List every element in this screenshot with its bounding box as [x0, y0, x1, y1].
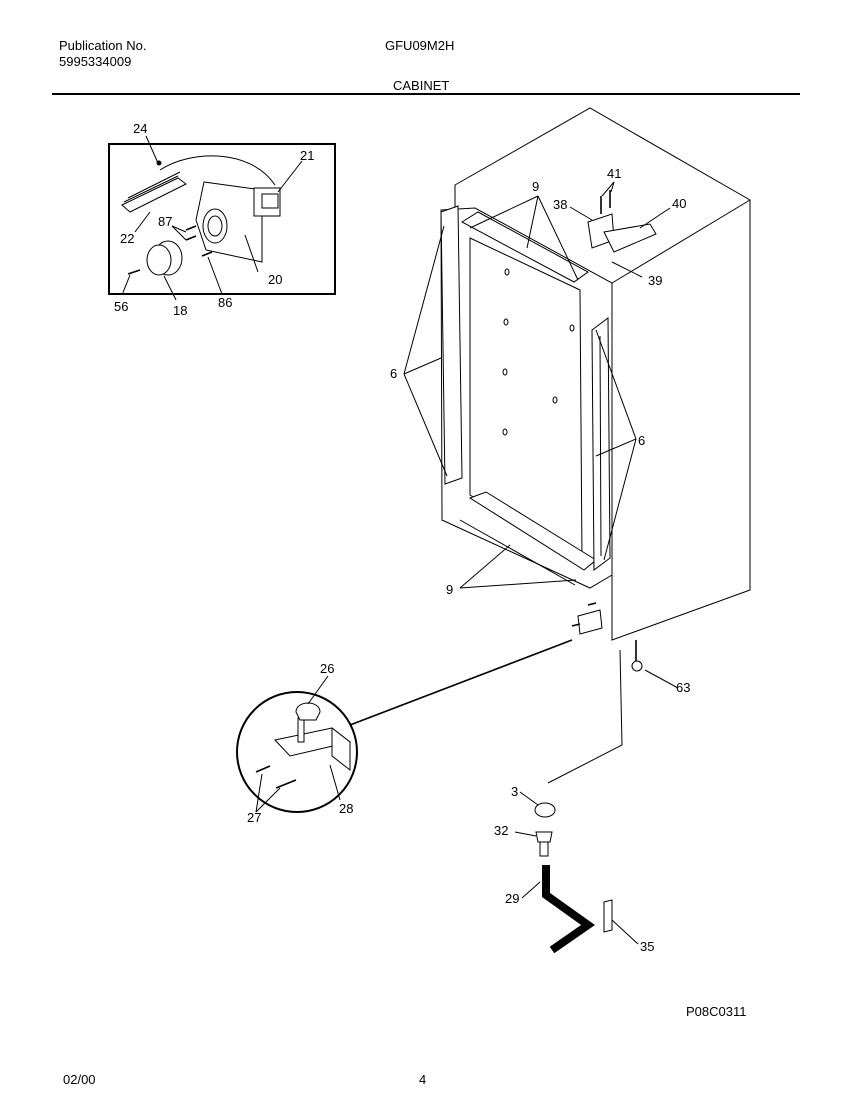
callout-56: 56: [114, 299, 128, 314]
publication-number: 5995334009: [59, 54, 132, 69]
callout-32: 32: [494, 823, 508, 838]
callout-9-top: 9: [532, 179, 539, 194]
callout-6-right: 6: [638, 433, 645, 448]
callout-63: 63: [676, 680, 690, 695]
callout-labels: 24 21 87 22 20 56 18 86 9 41 38 40 39 6 …: [114, 121, 690, 954]
figure-code: P08C0311: [686, 1004, 747, 1019]
callout-24: 24: [133, 121, 147, 136]
callout-3: 3: [511, 784, 518, 799]
publication-label: Publication No.: [59, 38, 147, 53]
callout-40: 40: [672, 196, 686, 211]
callout-18: 18: [173, 303, 187, 318]
header-rule: [52, 93, 800, 95]
callout-22: 22: [120, 231, 134, 246]
drain-parts: [514, 791, 639, 954]
callout-86: 86: [218, 295, 232, 310]
section-title: CABINET: [393, 78, 450, 93]
hinge-detail-inset: [236, 675, 358, 813]
callout-35: 35: [640, 939, 654, 954]
page-number: 4: [419, 1072, 427, 1087]
footer-date: 02/00: [63, 1072, 96, 1087]
callout-9-bottom: 9: [446, 582, 453, 597]
callout-87: 87: [158, 214, 172, 229]
callout-39: 39: [648, 273, 662, 288]
callout-41: 41: [607, 166, 621, 181]
callout-27: 27: [247, 810, 261, 825]
thermostat-assembly: [121, 135, 303, 301]
callout-38: 38: [553, 197, 567, 212]
callout-28: 28: [339, 801, 353, 816]
callout-6-left: 6: [390, 366, 397, 381]
callout-29: 29: [505, 891, 519, 906]
callout-26: 26: [320, 661, 334, 676]
callout-20: 20: [268, 272, 282, 287]
cabinet-leaders: [349, 181, 679, 784]
model-number: GFU09M2H: [385, 38, 455, 53]
callout-21: 21: [300, 148, 314, 163]
